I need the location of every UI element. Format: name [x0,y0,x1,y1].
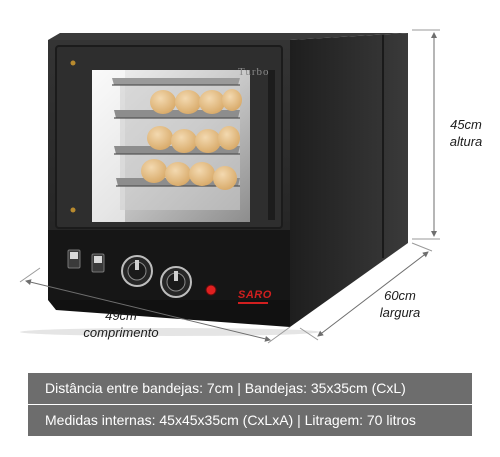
bread-rolls-row-3 [141,159,237,190]
height-caption: altura [449,134,483,149]
depth-label: 60cm largura [370,287,430,321]
indicator-light [205,284,217,296]
height-dimension-line [412,29,440,240]
tray-1 [112,78,240,86]
oven-illustration [19,29,440,344]
light-switch[interactable] [91,253,105,273]
height-label: 45cm altura [438,116,494,150]
door-handle[interactable] [268,70,275,220]
bread-rolls-row-2 [147,126,240,153]
info-bar-internal-measures: Medidas internas: 45x45x35cm (CxLxA) | L… [28,405,472,436]
door-hinge-screw [70,207,76,213]
info-bar-trays: Distância entre bandejas: 7cm | Bandejas… [28,373,472,404]
timer-knob[interactable] [121,255,153,287]
tray-2 [114,110,240,119]
window-reflection [92,70,125,222]
oven-top [48,33,408,40]
bread-rolls-row-1 [150,89,242,114]
door-hinge-screw [70,60,76,66]
product-photo: Turbo SARO 45cm altura 49cm comprimento … [19,29,494,344]
width-value: 49cm [105,308,137,323]
depth-caption: largura [379,305,421,320]
power-switch[interactable] [67,249,81,269]
height-value: 45cm [450,117,482,132]
depth-value: 60cm [384,288,416,303]
brand-logo-text: SARO [238,289,272,301]
width-dimension-line [19,267,291,344]
depth-dimension-line [299,242,433,341]
temperature-knob[interactable] [160,266,192,298]
oven-side-panel [290,33,408,327]
width-caption: comprimento [83,325,159,340]
width-label: 49cm comprimento [66,307,176,341]
door-turbo-label: Turbo [238,66,270,78]
